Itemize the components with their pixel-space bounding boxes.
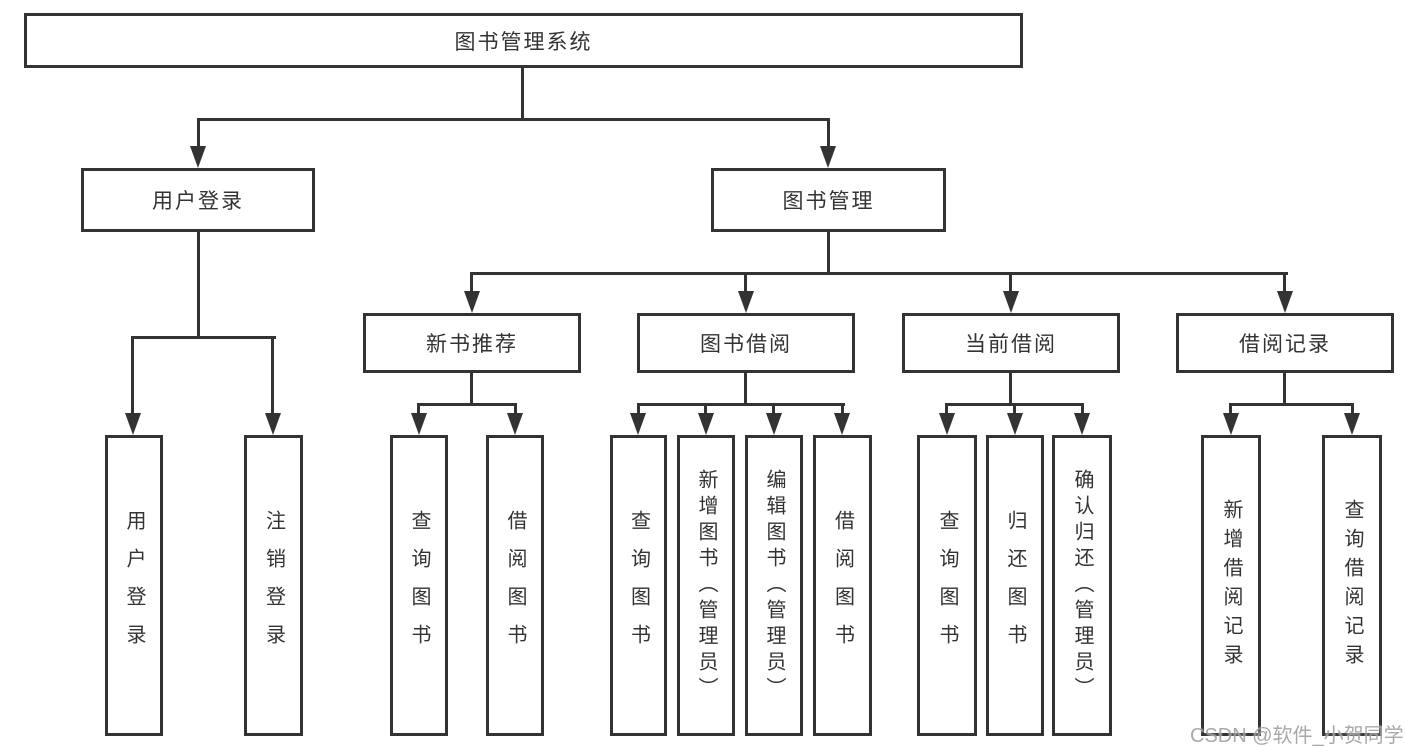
connector-user-login-rail bbox=[131, 336, 276, 339]
connector-arrow-line bbox=[271, 336, 274, 413]
node-user-login-label: 用户登录 bbox=[152, 190, 244, 213]
connector-root-stem bbox=[521, 68, 524, 118]
connector-arrow-line bbox=[1351, 403, 1354, 413]
arrowhead-icon bbox=[1223, 413, 1239, 435]
connector-arrow-line bbox=[1009, 272, 1012, 291]
connector-arrow-line bbox=[197, 118, 200, 146]
node-borrowing-records: 借阅记录 bbox=[1176, 313, 1394, 373]
arrowhead-icon bbox=[766, 413, 782, 435]
leaf-borrow-books-2: 借阅图书 bbox=[813, 435, 872, 736]
leaf-query-books-1: 查询图书 bbox=[390, 435, 448, 736]
node-new-book-recommend-label: 新书推荐 bbox=[426, 333, 518, 356]
leaf-borrow-books-1: 借阅图书 bbox=[486, 435, 544, 736]
connector-group-stem bbox=[744, 373, 747, 403]
arrowhead-icon bbox=[1007, 413, 1023, 435]
leaf-add-borrow-record: 新增借阅记录 bbox=[1201, 435, 1261, 736]
leaf-confirm-return-admin-label: 确认归还（管理员） bbox=[1071, 468, 1093, 703]
node-borrowing-records-label: 借阅记录 bbox=[1239, 333, 1331, 356]
connector-arrow-line bbox=[131, 336, 134, 413]
arrowhead-icon bbox=[464, 291, 480, 313]
connector-group-stem bbox=[470, 373, 473, 403]
arrowhead-icon bbox=[738, 291, 754, 313]
node-book-management: 图书管理 bbox=[711, 168, 946, 232]
leaf-add-books-admin-label: 新增图书（管理员） bbox=[695, 468, 717, 703]
connector-arrow-line bbox=[1081, 403, 1084, 413]
connector-arrow-line bbox=[945, 403, 948, 413]
connector-arrow-line bbox=[417, 403, 420, 413]
leaf-return-books: 归还图书 bbox=[986, 435, 1044, 736]
connector-group-rail bbox=[417, 403, 517, 406]
connector-group-rail bbox=[637, 403, 845, 406]
arrowhead-icon bbox=[1277, 291, 1293, 313]
arrowhead-icon bbox=[265, 413, 281, 435]
connector-arrow-line bbox=[704, 403, 707, 413]
leaf-query-books-2-label: 查询图书 bbox=[627, 509, 650, 662]
leaf-borrow-books-2-label: 借阅图书 bbox=[831, 509, 854, 662]
connector-arrow-line bbox=[744, 272, 747, 291]
leaf-query-books-1-label: 查询图书 bbox=[408, 509, 430, 662]
connector-book-mgmt-stem bbox=[827, 232, 830, 272]
node-book-borrowing-label: 图书借阅 bbox=[700, 333, 792, 356]
leaf-user-login: 用户登录 bbox=[105, 435, 163, 736]
arrowhead-icon bbox=[1344, 413, 1360, 435]
connector-arrow-line bbox=[1283, 272, 1286, 291]
node-current-borrowing: 当前借阅 bbox=[902, 313, 1120, 373]
arrowhead-icon bbox=[1003, 291, 1019, 313]
arrowhead-icon bbox=[1074, 413, 1090, 435]
arrowhead-icon bbox=[698, 413, 714, 435]
connector-arrow-line bbox=[637, 403, 640, 413]
connector-level2-rail bbox=[470, 272, 1288, 275]
arrowhead-icon bbox=[125, 413, 141, 435]
node-user-login: 用户登录 bbox=[81, 168, 315, 232]
leaf-logout-login: 注销登录 bbox=[244, 435, 303, 736]
arrowhead-icon bbox=[507, 413, 523, 435]
arrowhead-icon bbox=[820, 146, 836, 168]
connector-arrow-line bbox=[1229, 403, 1232, 413]
leaf-query-books-3: 查询图书 bbox=[917, 435, 977, 736]
node-book-borrowing: 图书借阅 bbox=[637, 313, 855, 373]
connector-arrow-line bbox=[841, 403, 844, 413]
connector-arrow-line bbox=[470, 272, 473, 291]
connector-group-stem bbox=[1009, 373, 1012, 403]
leaf-user-login-label: 用户登录 bbox=[123, 509, 145, 662]
leaf-return-books-label: 归还图书 bbox=[1004, 509, 1026, 662]
leaf-query-books-3-label: 查询图书 bbox=[936, 509, 958, 662]
connector-group-stem bbox=[1283, 373, 1286, 403]
connector-group-rail bbox=[1229, 403, 1354, 406]
arrowhead-icon bbox=[834, 413, 850, 435]
watermark: CSDN @软件_小贺同学 bbox=[1190, 725, 1404, 747]
connector-arrow-line bbox=[514, 403, 517, 413]
arrowhead-icon bbox=[411, 413, 427, 435]
leaf-add-borrow-record-label: 新增借阅记录 bbox=[1220, 498, 1242, 673]
node-current-borrowing-label: 当前借阅 bbox=[965, 333, 1057, 356]
leaf-confirm-return-admin: 确认归还（管理员） bbox=[1052, 435, 1112, 736]
connector-arrow-line bbox=[772, 403, 775, 413]
leaf-borrow-books-1-label: 借阅图书 bbox=[504, 509, 526, 662]
leaf-edit-books-admin: 编辑图书（管理员） bbox=[745, 435, 803, 736]
leaf-query-books-2: 查询图书 bbox=[610, 435, 667, 736]
connector-arrow-line bbox=[1013, 403, 1016, 413]
arrowhead-icon bbox=[630, 413, 646, 435]
connector-user-login-stem bbox=[197, 232, 200, 336]
arrowhead-icon bbox=[190, 146, 206, 168]
connector-level1-rail bbox=[197, 118, 830, 121]
leaf-query-borrow-record-label: 查询借阅记录 bbox=[1341, 498, 1363, 673]
node-root: 图书管理系统 bbox=[24, 13, 1023, 68]
connector-arrow-line bbox=[827, 118, 830, 146]
arrowhead-icon bbox=[939, 413, 955, 435]
node-new-book-recommend: 新书推荐 bbox=[363, 313, 581, 373]
leaf-logout-login-label: 注销登录 bbox=[262, 509, 285, 662]
node-book-management-label: 图书管理 bbox=[782, 190, 875, 213]
node-root-label: 图书管理系统 bbox=[454, 30, 593, 54]
leaf-add-books-admin: 新增图书（管理员） bbox=[677, 435, 735, 736]
leaf-query-borrow-record: 查询借阅记录 bbox=[1322, 435, 1382, 736]
leaf-edit-books-admin-label: 编辑图书（管理员） bbox=[763, 468, 785, 703]
